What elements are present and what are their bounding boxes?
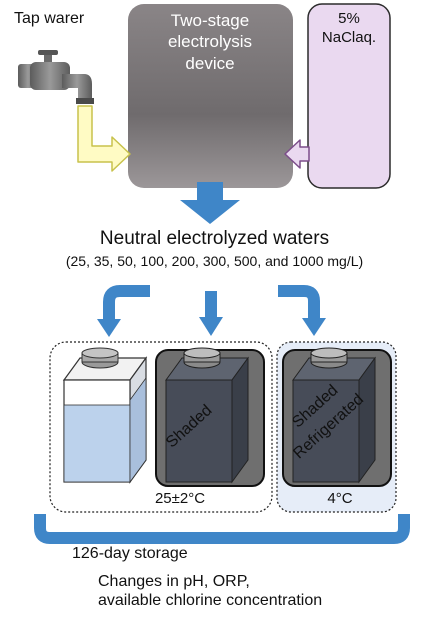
nacl-label: 5% NaClaq. [314, 10, 384, 48]
storage-bracket [34, 514, 410, 544]
split-arrow-right-head [302, 318, 326, 336]
nacl-flow-arrow [284, 139, 310, 169]
refrigerated-container-icon [282, 347, 392, 487]
tap-faucet-icon [18, 50, 94, 104]
neutral-waters-title: Neutral electrolyzed waters [99, 228, 330, 249]
measured-changes-label: Changes in pH, ORP, available chlorine c… [98, 573, 322, 611]
nacl-tank-box [307, 3, 391, 189]
storage-duration-label: 126-day storage [72, 545, 188, 562]
split-arrow-middle [205, 291, 217, 317]
split-arrow-middle-head [199, 317, 223, 336]
measured-changes-line: Changes in pH, ORP, [98, 573, 250, 590]
cold-temperature-label: 4°C [327, 490, 353, 507]
electrolysis-device-box [128, 4, 293, 188]
tap-water-flow-arrow [77, 105, 131, 172]
output-down-arrow [180, 182, 240, 224]
concentrations-text: (25, 35, 50, 100, 200, 300, 500, and 100… [65, 253, 364, 269]
nacl-label-line: NaClaq. [321, 28, 377, 46]
split-arrow-left [103, 285, 150, 320]
split-arrow-right [278, 285, 320, 319]
measured-changes-line: available chlorine concentration [98, 591, 323, 609]
device-label: Two-stage electrolysis device [130, 10, 290, 74]
clear-container-icon [62, 347, 148, 484]
nacl-label-line: 5% [338, 10, 360, 27]
split-arrow-left-head [97, 319, 121, 337]
device-label-line: device [185, 53, 235, 73]
device-label-line: electrolysis [167, 32, 253, 52]
shaded-container-icon [155, 347, 265, 487]
device-label-line: Two-stage [170, 11, 250, 30]
room-temperature-label: 25±2°C [154, 490, 206, 507]
tap-water-label: Tap warer [14, 10, 85, 27]
